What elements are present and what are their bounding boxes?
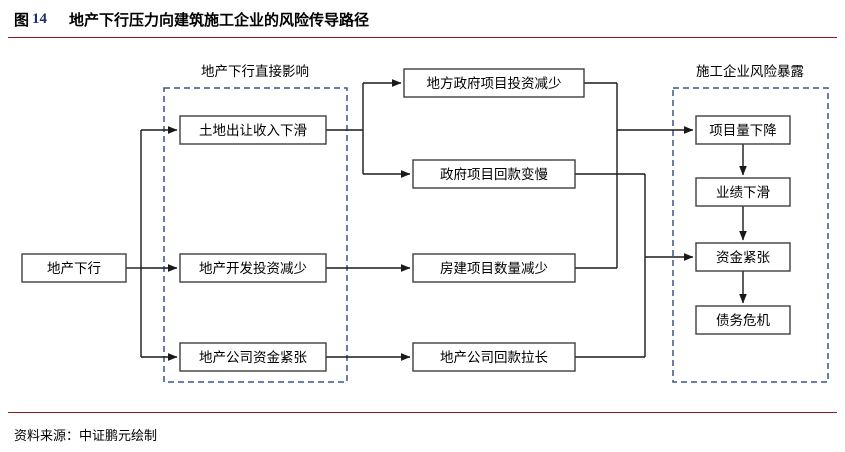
node-developer-cash-strain[interactable]: 地产公司资金紧张 [179,342,327,372]
header-divider [8,37,837,38]
node-performance-decline[interactable]: 业绩下滑 [695,177,791,207]
node-local-gov-investment-cut[interactable]: 地方政府项目投资减少 [403,68,585,98]
node-housing-project-count-decline[interactable]: 房建项目数量减少 [412,253,576,283]
group-label-left-influence: 地产下行直接影响 [201,63,309,79]
node-land-sales-income-decline[interactable]: 土地出让收入下滑 [179,115,327,145]
node-label: 债务危机 [716,313,770,328]
source-note: 资料来源：中证鹏元绘制 [14,428,158,443]
footer-divider [8,412,837,413]
group-label-right-exposure: 施工企业风险暴露 [696,63,804,79]
node-project-volume-drop[interactable]: 项目量下降 [695,115,791,145]
node-label: 资金紧张 [716,250,770,265]
node-contractor-cash-strain[interactable]: 资金紧张 [695,242,791,272]
figure-number: 14 [32,10,48,27]
node-gov-project-payment-slowdown[interactable]: 政府项目回款变慢 [412,159,576,189]
node-real-estate-downturn[interactable]: 地产下行 [21,253,127,283]
node-label: 地产下行 [47,261,101,276]
flowchart-canvas: 地产下行直接影响 施工企业风险暴露 [0,38,845,412]
node-label: 地产公司资金紧张 [199,350,307,365]
node-label: 地产开发投资减少 [199,261,307,276]
node-label: 地方政府项目投资减少 [427,76,562,91]
figure-header: 图 14 地产下行压力向建筑施工企业的风险传导路径 [0,0,845,38]
node-label: 地产公司回款拉长 [440,350,548,365]
node-label: 土地出让收入下滑 [199,123,307,138]
flowchart-svg: 地产下行直接影响 施工企业风险暴露 [21,63,829,383]
node-development-investment-decline[interactable]: 地产开发投资减少 [179,253,327,283]
figure-title: 地产下行压力向建筑施工企业的风险传导路径 [69,12,370,29]
group-box-right-exposure [672,87,829,383]
node-label: 房建项目数量减少 [440,261,548,276]
node-debt-crisis[interactable]: 债务危机 [695,305,791,335]
node-label: 业绩下滑 [716,185,770,200]
group-box-left-influence [163,87,348,383]
figure-label: 图 [14,12,30,29]
node-label: 项目量下降 [709,123,777,138]
node-developer-payment-延长[interactable]: 地产公司回款拉长 [412,342,576,372]
node-label: 政府项目回款变慢 [440,166,548,182]
